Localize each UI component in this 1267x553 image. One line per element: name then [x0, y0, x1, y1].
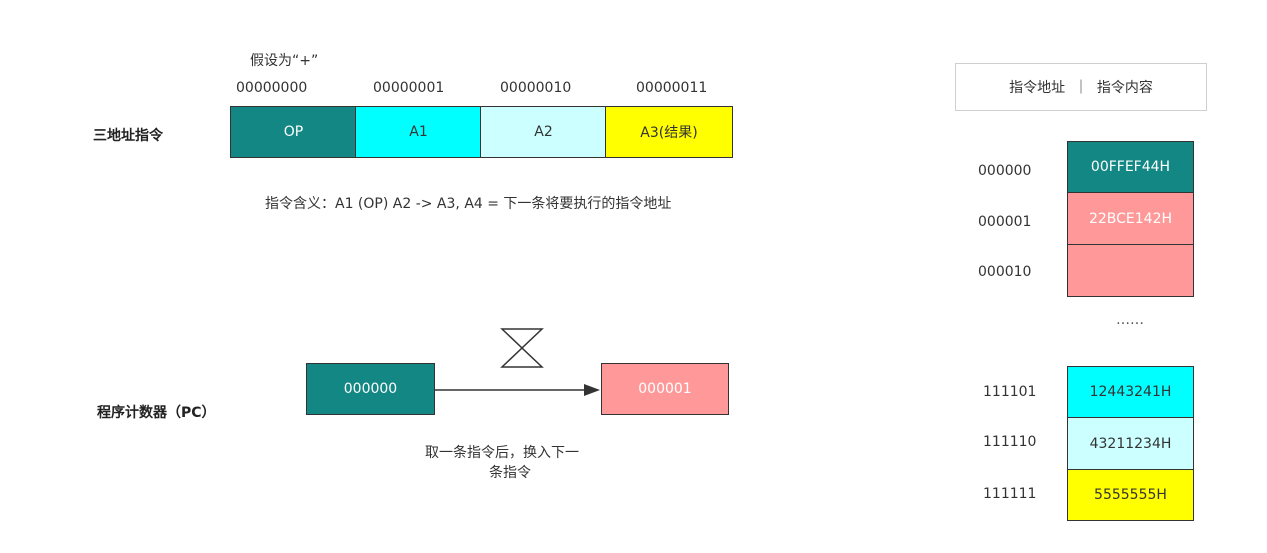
hourglass-icon [500, 328, 544, 368]
three-address-label: 三地址指令 [93, 128, 163, 144]
memory-ellipsis: …… [1116, 312, 1144, 328]
pc-caption-line1: 取一条指令后，换入下一 [425, 445, 579, 461]
memory-address: 000000 [978, 163, 1032, 179]
bit-label-1: 00000001 [373, 80, 445, 96]
memory-address: 111110 [983, 434, 1037, 450]
memory-content [1067, 244, 1194, 297]
pc-current-value: 000000 [306, 363, 435, 415]
memory-content: 22BCE142H [1067, 192, 1194, 245]
bit-label-3: 00000011 [636, 80, 708, 96]
assume-note: 假设为“+” [250, 53, 319, 69]
bit-label-0: 00000000 [236, 80, 308, 96]
bit-label-2: 00000010 [500, 80, 572, 96]
memory-address: 000010 [978, 264, 1032, 280]
pc-next-value: 000001 [601, 363, 729, 415]
memory-content: 00FFEF44H [1067, 141, 1194, 193]
pc-caption-line2: 条指令 [489, 465, 531, 481]
field-op: OP [230, 106, 357, 158]
instruction-meaning: 指令含义：A1 (OP) A2 -> A3, A4 = 下一条将要执行的指令地址 [265, 196, 672, 212]
memory-content: 43211234H [1067, 417, 1194, 470]
memory-address: 111111 [983, 486, 1037, 502]
pc-label: 程序计数器（PC） [97, 405, 216, 421]
memory-header: 指令地址 ｜ 指令内容 [955, 63, 1207, 111]
field-a3: A3(结果) [605, 106, 733, 158]
field-a2: A2 [480, 106, 607, 158]
memory-address: 111101 [983, 384, 1037, 400]
field-a1: A1 [355, 106, 482, 158]
memory-content: 12443241H [1067, 366, 1194, 418]
memory-address: 000001 [978, 214, 1032, 230]
memory-content: 5555555H [1067, 469, 1194, 521]
pc-arrow [435, 384, 600, 396]
memory-header-text: 指令地址 ｜ 指令内容 [1009, 80, 1153, 96]
